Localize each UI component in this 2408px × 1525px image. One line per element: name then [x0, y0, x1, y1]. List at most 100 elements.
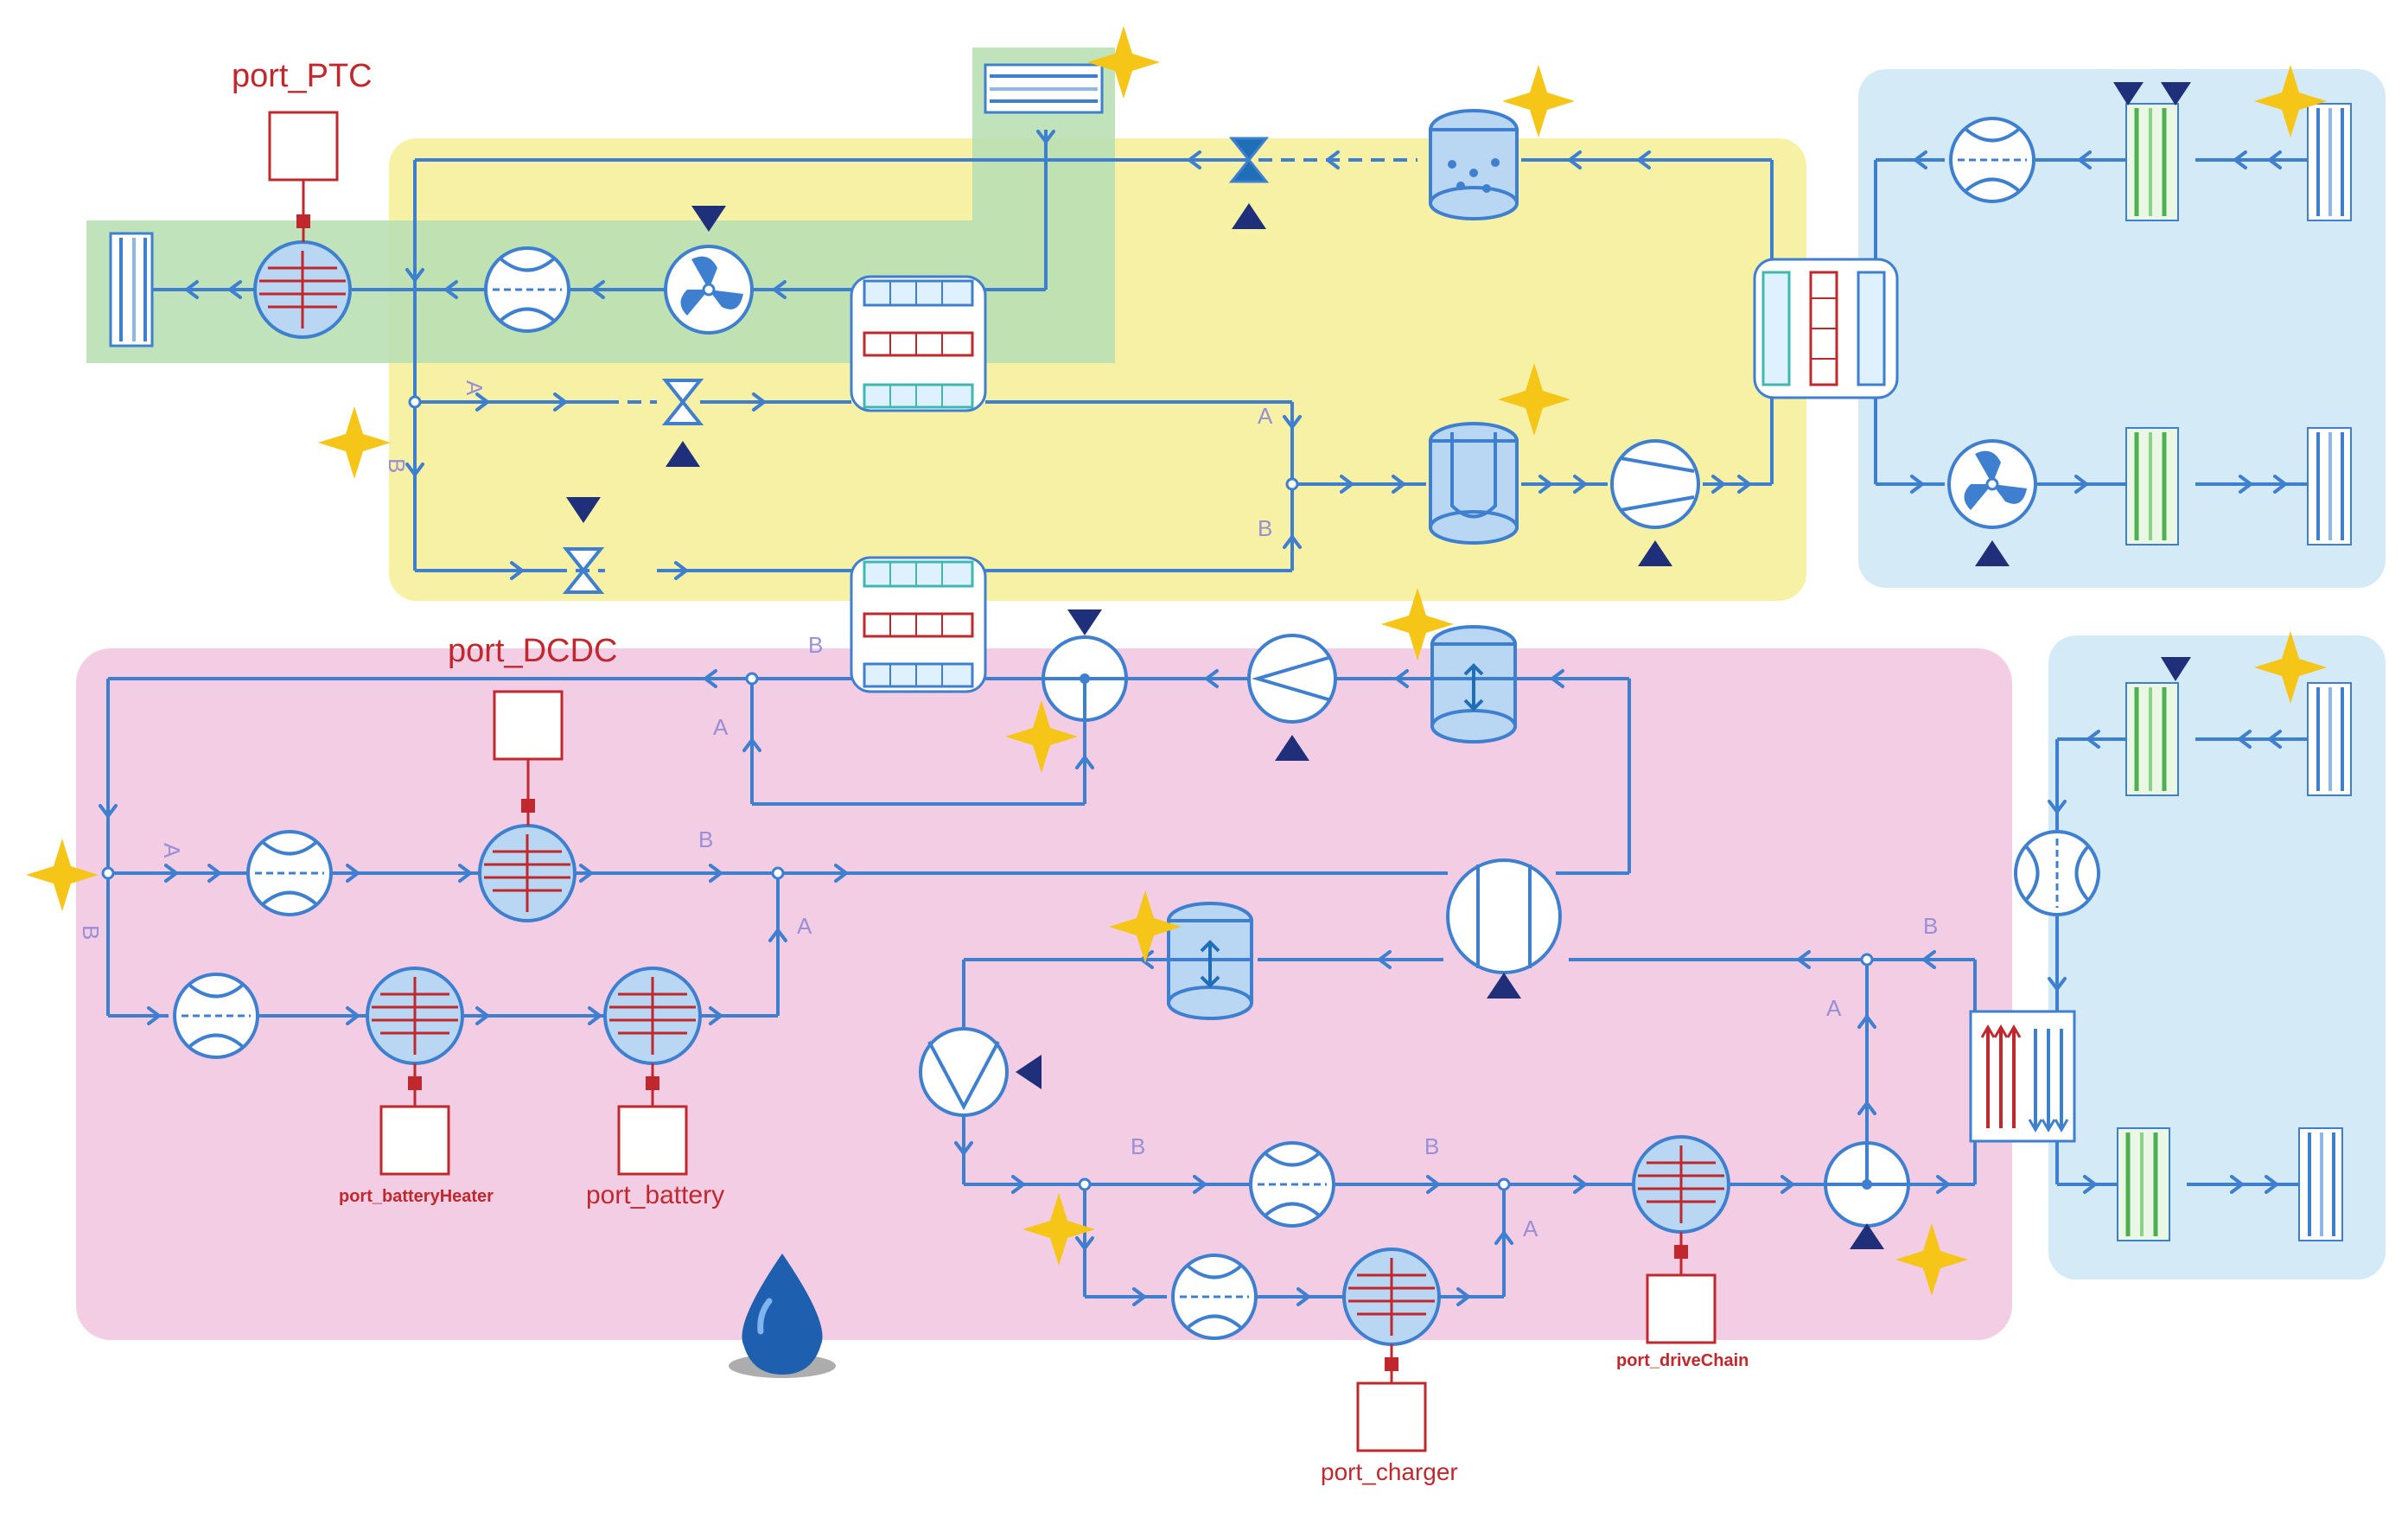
refrigerant-loop [405, 150, 1774, 580]
ambient-air-loop-top [1874, 150, 2308, 494]
drive-chain-port[interactable] [1646, 1232, 1717, 1344]
conn-label-b: B [1258, 515, 1272, 541]
conn-label-a: A [713, 714, 729, 740]
ambient-air-region-top [1858, 69, 2386, 588]
port-drive-chain-label: port_driveChain [1616, 1351, 1749, 1370]
front-fan-icon [1947, 439, 2037, 529]
ptc-heater-icon [253, 240, 352, 339]
highlight-stars [26, 26, 2327, 1296]
coolant-loop [99, 669, 1977, 1306]
conn-label-a: A [462, 380, 487, 396]
port-ptc-label: port_PTC [232, 58, 373, 94]
flow-sensor-icon [2014, 830, 2100, 916]
coolant-region [76, 648, 2012, 1340]
conn-label-a: A [1523, 1216, 1538, 1241]
valve-input-marker [1232, 203, 1266, 229]
conn-label-b: B [1131, 1133, 1145, 1159]
star-icon [318, 406, 391, 479]
motor-pump-icon [919, 1027, 1009, 1117]
condenser-icon [1753, 258, 1899, 399]
cabin-boundary-icon [109, 232, 154, 348]
dcdc-heat-source-icon [478, 824, 577, 922]
flow-sensor-icon [484, 246, 570, 333]
radiator-icon [2125, 427, 2179, 546]
tank-icon [1167, 902, 1253, 1020]
coolant-heat-exchanger-icon [1446, 858, 1562, 974]
cabin-inlet-boundary-icon [984, 63, 1104, 114]
star-icon [1502, 65, 1575, 137]
ambient-boundary-icon [2307, 427, 2352, 546]
star-icon [26, 839, 99, 911]
accumulator-icon [1429, 422, 1519, 545]
front-radiator-icon [2125, 682, 2179, 796]
drive-chain-icon [1632, 1135, 1730, 1234]
chiller-icon [850, 556, 987, 693]
compressor-icon [1610, 439, 1700, 529]
conn-label-b: B [78, 925, 104, 940]
flow-sensor-icon [173, 973, 259, 1059]
battery-heater-port[interactable] [379, 1063, 450, 1176]
star-icon [1022, 1193, 1095, 1266]
conn-label-a: A [1826, 995, 1842, 1021]
ambient-boundary-icon [2307, 682, 2352, 796]
star-icon [1087, 26, 1160, 99]
three-way-valve-icon [1824, 1141, 1910, 1228]
dcdc-port[interactable] [493, 690, 564, 826]
star-icon [2254, 65, 2327, 137]
conn-label-a: A [1258, 403, 1273, 429]
front-radiator-icon [2125, 103, 2179, 221]
port-dcdc-label: port_DCDC [448, 633, 617, 669]
battery-port[interactable] [617, 1063, 688, 1176]
expansion-tank-icon [1430, 625, 1517, 743]
battery-icon [603, 967, 702, 1065]
star-icon [1498, 363, 1570, 436]
hx-input-marker [1487, 973, 1521, 999]
conn-label-b: B [1923, 913, 1938, 939]
receiver-icon [1429, 109, 1519, 220]
radiator-icon [2117, 1127, 2170, 1241]
valve-input-marker [1067, 609, 1102, 635]
port-charger-label: port_charger [1321, 1458, 1458, 1485]
fan-input-marker [1975, 540, 2010, 566]
battery-heater-icon [366, 967, 464, 1065]
ambient-boundary-icon [2298, 1127, 2343, 1241]
expansion-valve-icon [562, 547, 605, 594]
pump-input-marker [1275, 735, 1309, 761]
flow-sensor-icon [1249, 1141, 1335, 1228]
port-battery-label: port_battery [586, 1181, 724, 1209]
conn-label-b: B [384, 458, 410, 473]
conn-label-b: B [1424, 1133, 1439, 1159]
cabin-evaporator-icon [850, 275, 987, 412]
expansion-valve-icon [661, 379, 704, 425]
flow-sensor-icon [1171, 1254, 1258, 1340]
three-way-valve-icon [1042, 635, 1128, 722]
pump-input-marker [1016, 1055, 1042, 1089]
valve-input-marker [666, 441, 700, 467]
conn-label-a: A [159, 843, 185, 858]
radiator-input-marker [2113, 82, 2144, 105]
ambient-air-region-bottom [2048, 635, 2386, 1279]
front-heat-exchanger-icon [1969, 1010, 2076, 1143]
ptc-port[interactable] [268, 111, 339, 242]
radiator-input-marker [2161, 82, 2191, 105]
conn-label-b: B [808, 632, 823, 658]
valve-input-marker [566, 497, 601, 523]
compressor-input-marker [1638, 540, 1672, 566]
valve-input-marker [1850, 1223, 1884, 1249]
star-icon [1005, 700, 1078, 773]
cabin-fan-icon [664, 245, 754, 335]
flow-sensor-icon [246, 830, 333, 916]
charger-icon [1342, 1247, 1441, 1346]
conn-label-a: A [797, 913, 812, 939]
star-icon [1381, 588, 1454, 660]
charger-port[interactable] [1356, 1344, 1427, 1452]
flow-sensor-icon [1949, 117, 2035, 203]
ambient-boundary-icon [2307, 103, 2352, 221]
star-icon [1109, 890, 1182, 963]
water-drop-icon [729, 1254, 836, 1378]
radiator-input-marker [2161, 657, 2191, 681]
expansion-valve-icon [1228, 137, 1270, 183]
port-battery-heater-label: port_batteryHeater [339, 1187, 494, 1206]
conn-label-b: B [698, 826, 713, 852]
